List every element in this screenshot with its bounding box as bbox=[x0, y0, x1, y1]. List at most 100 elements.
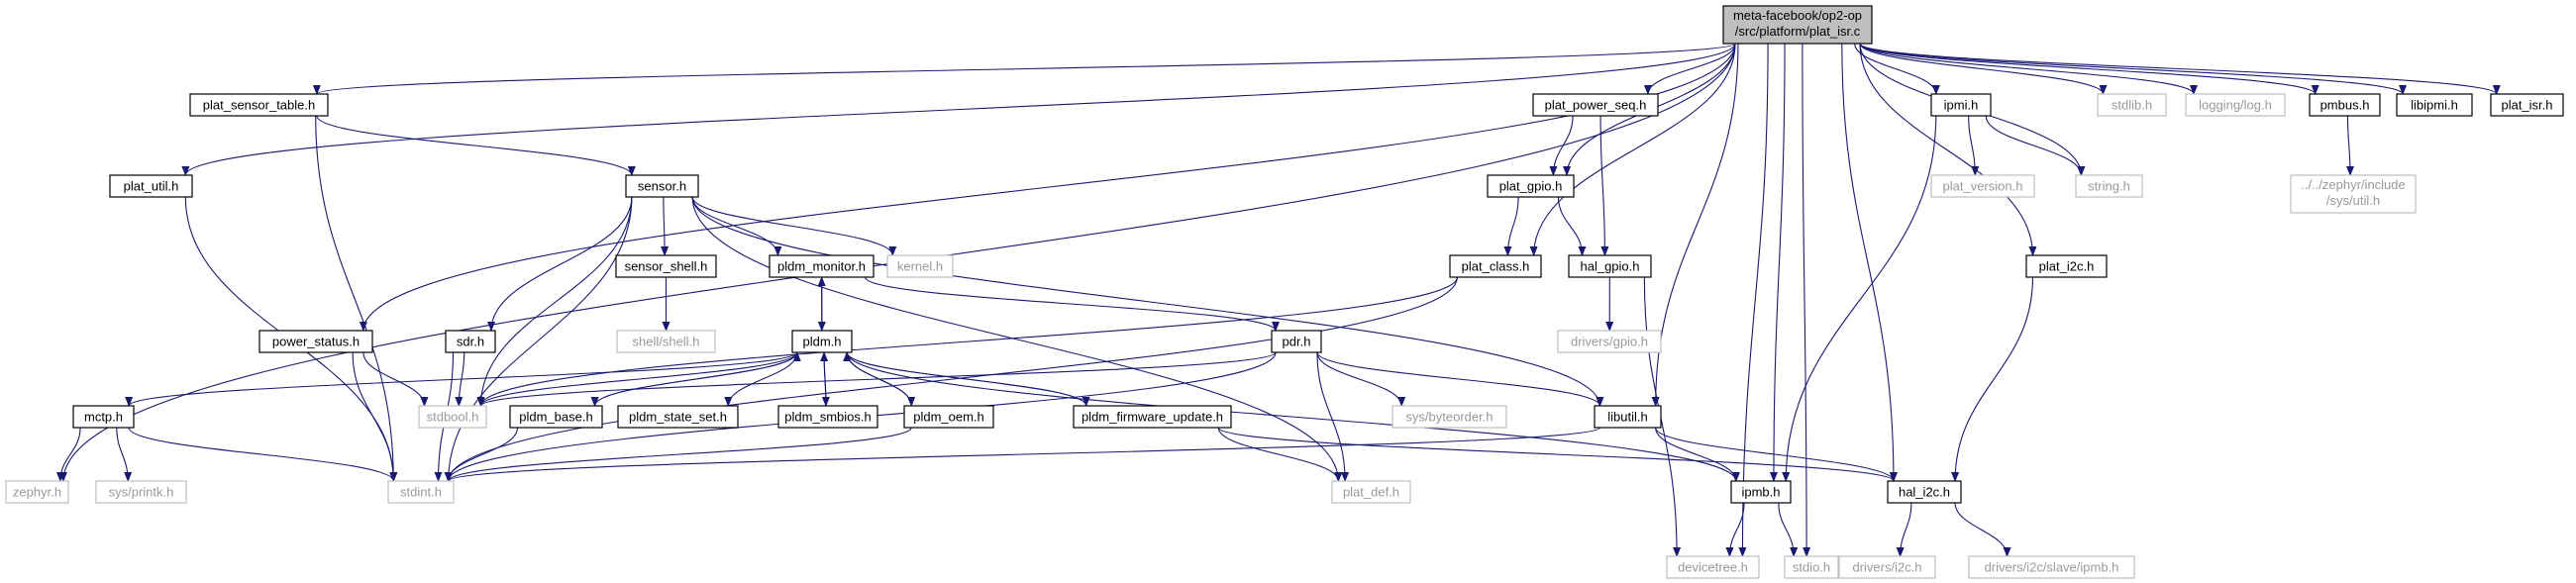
include-edge-mctp-h-to-stdint-h bbox=[128, 427, 398, 482]
include-edge-plat-class-h-to-stdbool-h bbox=[476, 276, 1458, 407]
node-label: plat_isr.h bbox=[2501, 98, 2552, 113]
node-plat-isr-c[interactable]: meta-facebook/op2-op/src/platform/plat_i… bbox=[1722, 5, 1873, 45]
include-edge-sensor-h-to-sensor-shell-h bbox=[661, 196, 670, 256]
node-label: power_status.h bbox=[272, 335, 360, 349]
node-label: hal_gpio.h bbox=[1581, 259, 1640, 274]
node-plat-i2c-h[interactable]: plat_i2c.h bbox=[2025, 254, 2108, 278]
include-edge-ipmb-h-to-stdio-h bbox=[1778, 502, 1799, 557]
node-pldm-firmware-update-h[interactable]: pldm_firmware_update.h bbox=[1073, 405, 1232, 429]
node-label: /sys/util.h bbox=[2326, 193, 2380, 208]
include-edge-hal-i2c-h-to-drivers-i2c-slave-ipmb-h bbox=[1954, 502, 2011, 557]
node-label: pldm_firmware_update.h bbox=[1082, 410, 1223, 425]
include-edge-ipmi-h-to-plat-version-h bbox=[1968, 115, 1980, 176]
include-edge-plat-isr-c-to-plat-isr-h bbox=[1859, 43, 2501, 95]
node-label: drivers/i2c/slave/ipmb.h bbox=[1985, 560, 2119, 575]
node-sensor-shell-h[interactable]: sensor_shell.h bbox=[615, 254, 717, 278]
node-sensor-h[interactable]: sensor.h bbox=[625, 174, 699, 198]
node-plat-isr-h[interactable]: plat_isr.h bbox=[2490, 93, 2564, 117]
node-plat-util-h[interactable]: plat_util.h bbox=[109, 174, 193, 198]
node-drivers-gpio-h: drivers/gpio.h bbox=[1557, 330, 1662, 353]
node-label: sensor_shell.h bbox=[625, 259, 708, 274]
node-label: sensor.h bbox=[638, 179, 686, 194]
node-pldm-base-h[interactable]: pldm_base.h bbox=[509, 405, 603, 429]
include-edge-plat-isr-c-to-libipmi-h bbox=[1859, 43, 2407, 95]
include-edge-power-status-h-to-stdbool-h bbox=[362, 351, 429, 407]
node-plat-power-seq-h[interactable]: plat_power_seq.h bbox=[1532, 93, 1659, 117]
include-edge-ipmb-h-to-devicetree-h bbox=[1725, 502, 1745, 557]
include-edge-pdr-h-to-sys-byteorder-h bbox=[1316, 351, 1406, 407]
node-label: mctp.h bbox=[84, 410, 123, 425]
node-pldm-h[interactable]: pldm.h bbox=[791, 330, 853, 353]
node-pldm-monitor-h[interactable]: pldm_monitor.h bbox=[769, 254, 875, 278]
node-zephyr-sys-util-h: ../../zephyr/include/sys/util.h bbox=[2290, 174, 2417, 214]
node-pldm-state-set-h[interactable]: pldm_state_set.h bbox=[617, 405, 739, 429]
node-zephyr-h: zephyr.h bbox=[5, 480, 69, 504]
node-pdr-h[interactable]: pdr.h bbox=[1271, 330, 1322, 353]
node-label: ipmb.h bbox=[1741, 485, 1780, 500]
include-edge-mctp-h-to-zephyr-h bbox=[55, 427, 81, 482]
include-edge-pdr-h-to-plat-def-h bbox=[1316, 351, 1350, 482]
node-plat-sensor-table-h[interactable]: plat_sensor_table.h bbox=[189, 93, 329, 117]
node-label: devicetree.h bbox=[1678, 560, 1748, 575]
node-power-status-h[interactable]: power_status.h bbox=[258, 330, 373, 353]
include-edge-pldm-h-to-mctp-h bbox=[125, 351, 798, 407]
node-label: plat_i2c.h bbox=[2039, 259, 2095, 274]
include-edge-plat-isr-c-to-libutil-h bbox=[1651, 43, 1739, 407]
node-stdio-h: stdio.h bbox=[1784, 555, 1839, 579]
node-logging-log-h: logging/log.h bbox=[2185, 93, 2286, 117]
node-mctp-h[interactable]: mctp.h bbox=[72, 405, 135, 429]
node-string-h: string.h bbox=[2075, 174, 2143, 198]
node-hal-i2c-h[interactable]: hal_i2c.h bbox=[1887, 480, 1962, 504]
node-label: sys/byteorder.h bbox=[1405, 410, 1493, 425]
include-edge-mctp-h-to-sys-printk-h bbox=[116, 427, 133, 482]
node-libutil-h[interactable]: libutil.h bbox=[1594, 405, 1662, 429]
node-pmbus-h[interactable]: pmbus.h bbox=[2309, 93, 2381, 117]
node-drivers-i2c-h: drivers/i2c.h bbox=[1838, 555, 1936, 579]
include-edge-plat-isr-c-to-stdio-h bbox=[1802, 43, 1811, 557]
node-label: plat_gpio.h bbox=[1499, 179, 1563, 194]
node-plat-gpio-h[interactable]: plat_gpio.h bbox=[1487, 174, 1575, 198]
node-label: pmbus.h bbox=[2320, 98, 2370, 113]
node-label: libipmi.h bbox=[2411, 98, 2458, 113]
include-edge-plat-sensor-table-h-to-sensor-h bbox=[316, 115, 636, 176]
node-label: drivers/gpio.h bbox=[1571, 335, 1648, 349]
include-edge-ipmi-h-to-string-h bbox=[1985, 115, 2086, 176]
include-edge-plat-isr-c-to-plat-util-h bbox=[181, 43, 1736, 176]
include-edge-plat-isr-c-to-hal-i2c-h bbox=[1841, 43, 1898, 482]
include-edge-sensor-h-to-plat-def-h bbox=[691, 196, 1343, 482]
node-label: pldm_oem.h bbox=[913, 410, 984, 425]
node-pldm-oem-h[interactable]: pldm_oem.h bbox=[903, 405, 994, 429]
node-label: stdint.h bbox=[400, 485, 442, 500]
include-edge-sdr-h-to-stdbool-h bbox=[455, 351, 465, 407]
node-label: meta-facebook/op2-op bbox=[1733, 8, 1862, 23]
node-sys-byteorder-h: sys/byteorder.h bbox=[1391, 405, 1507, 429]
node-plat-def-h: plat_def.h bbox=[1331, 480, 1411, 504]
node-ipmb-h[interactable]: ipmb.h bbox=[1730, 480, 1792, 504]
include-edge-plat-isr-c-to-plat-sensor-table-h bbox=[313, 43, 1736, 95]
node-sdr-h[interactable]: sdr.h bbox=[445, 330, 496, 353]
include-edge-plat-isr-c-to-stdlib-h bbox=[1859, 43, 2108, 95]
node-label: libutil.h bbox=[1607, 410, 1647, 425]
node-hal-gpio-h[interactable]: hal_gpio.h bbox=[1568, 254, 1652, 278]
node-plat-class-h[interactable]: plat_class.h bbox=[1449, 254, 1542, 278]
include-edge-power-status-h-to-stdint-h bbox=[352, 351, 398, 482]
node-libipmi-h[interactable]: libipmi.h bbox=[2396, 93, 2473, 117]
include-edge-plat-gpio-h-to-plat-class-h bbox=[1503, 196, 1519, 256]
node-label: pldm.h bbox=[802, 335, 841, 349]
include-edge-pldm-base-h-to-stdint-h bbox=[444, 427, 518, 482]
include-edge-pldm-monitor-h-to-pdr-h bbox=[865, 276, 1280, 332]
include-edge-hal-i2c-h-to-drivers-i2c-h bbox=[1896, 502, 1912, 557]
include-edge-sensor-h-to-stdint-h bbox=[444, 196, 633, 482]
node-label: string.h bbox=[2088, 179, 2130, 194]
include-edge-sensor-h-to-kernel-h bbox=[691, 196, 897, 256]
node-ipmi-h[interactable]: ipmi.h bbox=[1930, 93, 1992, 117]
node-shell-shell-h: shell/shell.h bbox=[616, 330, 716, 353]
node-label: sdr.h bbox=[457, 335, 484, 349]
node-pldm-smbios-h[interactable]: pldm_smbios.h bbox=[777, 405, 878, 429]
node-label: plat_version.h bbox=[1943, 179, 2023, 194]
include-edge-libutil-h-to-ipmb-h bbox=[1655, 427, 1740, 482]
node-label: plat_util.h bbox=[124, 179, 179, 194]
node-stdint-h: stdint.h bbox=[387, 480, 455, 504]
node-label: plat_sensor_table.h bbox=[203, 98, 315, 113]
node-label: plat_power_seq.h bbox=[1545, 98, 1647, 113]
